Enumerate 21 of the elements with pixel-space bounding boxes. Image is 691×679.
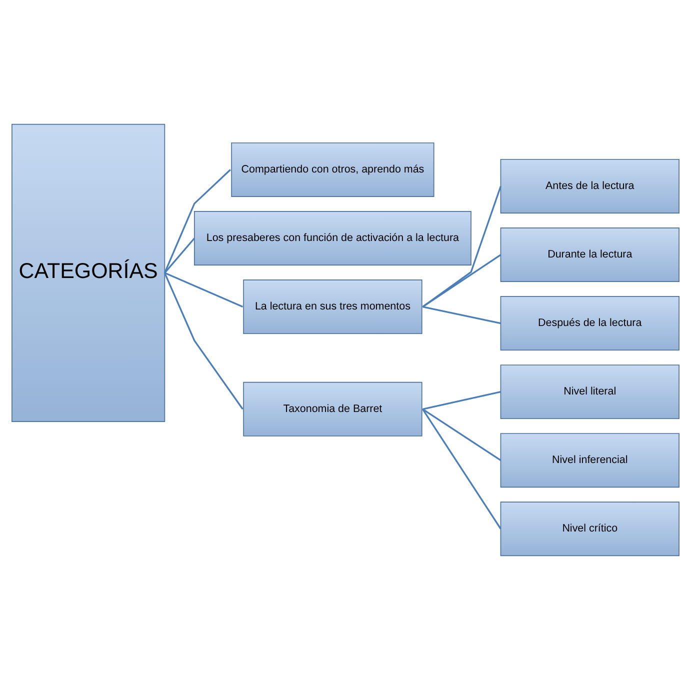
node-box: Durante la lectura: [500, 227, 680, 282]
connector: [164, 272, 244, 308]
node-box: Después de la lectura: [500, 296, 680, 350]
connector: [422, 408, 502, 529]
connector: [422, 305, 501, 324]
node-box: La lectura en sus tres momentos: [243, 279, 422, 334]
node-box: Antes de la lectura: [500, 158, 680, 213]
connector: [422, 254, 502, 307]
node-box: Nivel inferencial: [500, 432, 680, 488]
node-box: Compartiendo con otros, aprendo más: [231, 142, 434, 196]
node-box: Nivel literal: [500, 364, 680, 419]
connector: [164, 168, 231, 273]
node-box: Nivel crítico: [500, 501, 680, 556]
node-box: CATEGORÍAS: [12, 123, 166, 422]
node-box: Los presaberes con función de activación a la lectura: [194, 210, 472, 265]
connector: [422, 408, 502, 461]
connector: [164, 237, 196, 273]
connector: [422, 390, 501, 410]
node-box: Taxonomia de Barret: [243, 381, 422, 436]
connector: [164, 272, 244, 410]
connector: [422, 185, 502, 307]
